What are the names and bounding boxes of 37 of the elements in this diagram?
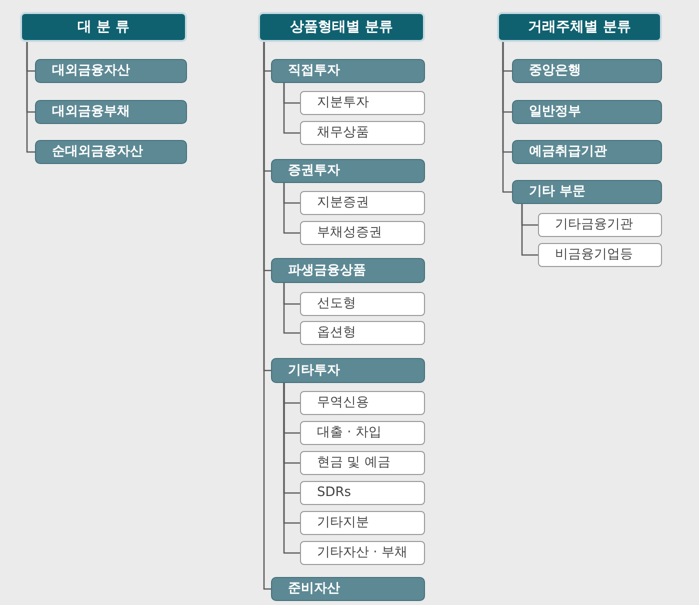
item-box: 기타금융기관 — [538, 213, 662, 237]
item-box: 비금융기업등 — [538, 243, 662, 267]
category-box: 직접투자 — [271, 59, 425, 83]
category-header: 대 분 류 — [20, 12, 187, 42]
item-box: 채무상품 — [300, 121, 425, 145]
category-box: 기타투자 — [271, 358, 425, 383]
connector-line — [521, 204, 538, 256]
connector-line — [283, 283, 300, 334]
category-box: 일반정부 — [512, 100, 662, 124]
category-box: 준비자산 — [271, 577, 425, 601]
item-box: 지분증권 — [300, 191, 425, 215]
category-box: 예금취급기관 — [512, 140, 662, 164]
item-box: 기타지분 — [300, 511, 425, 535]
connector-line — [283, 183, 300, 234]
connector-line — [283, 383, 300, 554]
category-box: 증권투자 — [271, 159, 425, 183]
connector-line — [502, 42, 512, 193]
category-box: 파생금융상품 — [271, 258, 425, 283]
connector-line — [26, 42, 35, 153]
item-box: 무역신용 — [300, 391, 425, 415]
category-box: 순대외금융자산 — [35, 140, 187, 164]
connector-line — [263, 42, 271, 590]
connector-line — [283, 83, 300, 134]
item-box: 지분투자 — [300, 91, 425, 115]
category-header: 거래주체별 분류 — [497, 12, 662, 42]
category-box: 기타 부문 — [512, 180, 662, 204]
item-box: 대출 · 차입 — [300, 421, 425, 445]
item-box: 선도형 — [300, 292, 425, 316]
category-box: 대외금융자산 — [35, 59, 187, 83]
category-box: 중앙은행 — [512, 59, 662, 83]
category-header: 상품형태별 분류 — [258, 12, 425, 42]
item-box: 부채성증권 — [300, 221, 425, 245]
category-box: 대외금융부채 — [35, 100, 187, 124]
item-box: SDRs — [300, 481, 425, 505]
item-box: 옵션형 — [300, 321, 425, 345]
item-box: 기타자산 · 부채 — [300, 541, 425, 565]
item-box: 현금 및 예금 — [300, 451, 425, 475]
